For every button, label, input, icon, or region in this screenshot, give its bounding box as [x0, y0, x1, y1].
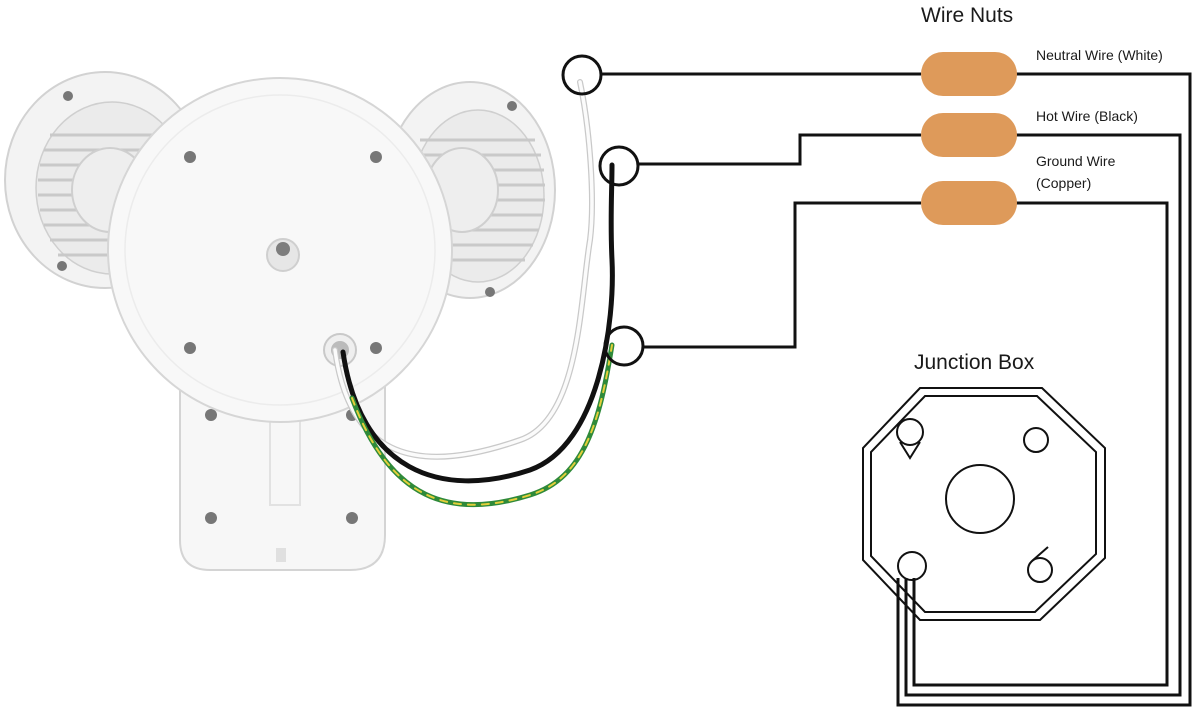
hot-wire-label: Hot Wire (Black)	[1036, 108, 1138, 124]
mounting-plate	[179, 369, 386, 571]
connection-lines	[601, 72, 1192, 707]
ground-line-to-box	[912, 201, 1169, 687]
hot-line-to-nut	[638, 133, 921, 166]
knockout-center	[945, 464, 1015, 534]
fixture-main-body	[107, 77, 453, 423]
ground-wire-nut	[921, 181, 1017, 225]
hot-line-to-box	[904, 133, 1182, 697]
ground-line-to-nut	[643, 201, 921, 349]
neutral-line-to-box	[896, 72, 1192, 707]
junction-box	[862, 387, 1106, 621]
junction-box-title: Junction Box	[914, 351, 1035, 374]
knockout-top-right	[1023, 427, 1049, 453]
hot-wire-end-circle	[598, 145, 640, 187]
black-hot-lead	[340, 162, 615, 484]
keyhole-bottom-left	[897, 551, 927, 581]
junction-box-outer	[862, 387, 1106, 621]
hot-wire-nut	[921, 113, 1017, 157]
keyhole-top-left	[896, 418, 924, 460]
junction-box-inner	[870, 395, 1097, 613]
wire-nuts	[921, 52, 1017, 225]
neutral-wire-label: Neutral Wire (White)	[1036, 47, 1163, 63]
keyhole-bottom-right	[1027, 546, 1053, 583]
neutral-wire-nut	[921, 52, 1017, 96]
flood-light-fixture	[4, 71, 556, 571]
ground-wire-label-line1: Ground Wire	[1036, 153, 1116, 169]
ground-wire-label-line2: (Copper)	[1036, 175, 1092, 191]
wire-nuts-title: Wire Nuts	[921, 4, 1014, 27]
wire-end-markers	[561, 54, 645, 367]
fixture-wire-leads	[332, 79, 615, 508]
